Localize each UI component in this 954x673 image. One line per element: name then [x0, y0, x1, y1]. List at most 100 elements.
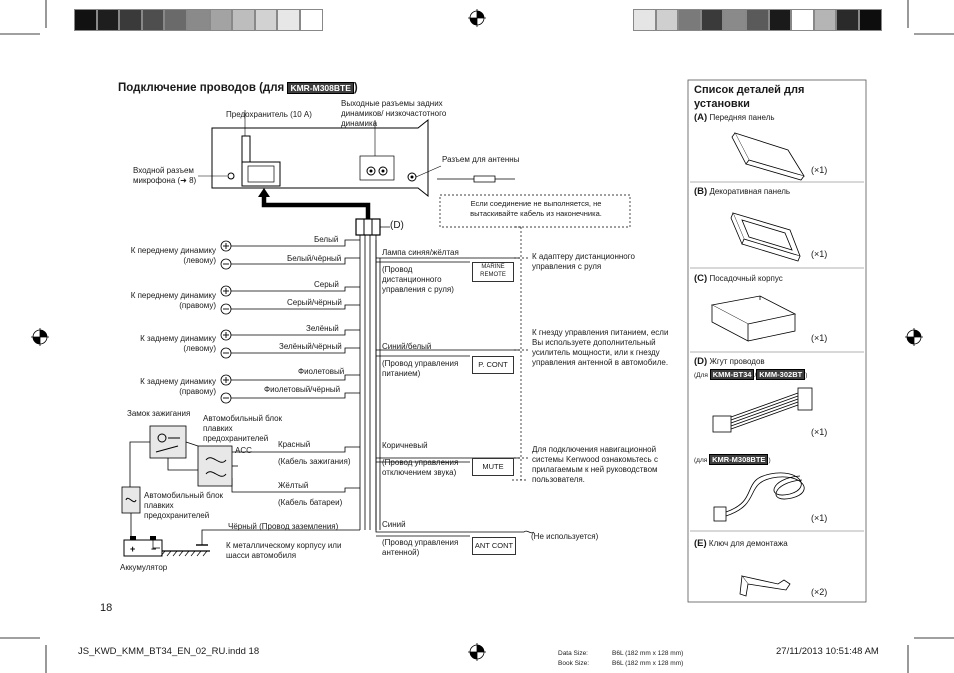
- wire-label-red: Красный: [278, 440, 311, 449]
- part-d-models-2: (для KMR-M308BTE): [694, 454, 771, 465]
- color-swatch: [768, 9, 792, 31]
- speaker-rear-left: К заднему динамику (левому): [140, 334, 216, 353]
- part-c-qty: (×1): [811, 333, 828, 343]
- wire-end-caps: [376, 261, 470, 537]
- color-swatch: [119, 9, 142, 31]
- pcont-box: P. CONT: [472, 356, 514, 374]
- wire-label-white-black: Белый/чёрный: [287, 254, 342, 263]
- part-e-qty: (×2): [811, 587, 828, 597]
- pcont-description: К гнезду управления питанием, если Вы ис…: [532, 328, 669, 367]
- color-swatch: [859, 9, 882, 31]
- wire-label-brown: Коричневый: [382, 441, 428, 450]
- wire-label-gray-black: Серый/чёрный: [287, 298, 342, 307]
- wire-label-blue-sub: (Провод управления антенной): [382, 538, 459, 557]
- part-a-qty: (×1): [811, 165, 828, 175]
- color-swatch: [700, 9, 724, 31]
- ignition-switch-label: Замок зажигания: [127, 409, 191, 418]
- part-a-label: Передняя панель: [709, 113, 775, 122]
- part-e-key: (E): [694, 538, 707, 549]
- part-d-models-1: (Для KMM-BT34/KMM-302BT): [694, 369, 807, 380]
- mute-description: Для подключения навигационной системы Ke…: [532, 445, 658, 484]
- part-e-drawing: [739, 575, 791, 597]
- color-swatch: [300, 9, 323, 31]
- part-d-qty-2: (×1): [811, 513, 828, 523]
- color-swatch: [254, 9, 278, 31]
- wire-label-gray: Серый: [314, 280, 339, 289]
- wire-label-red-sub: (Кабель зажигания): [278, 457, 351, 466]
- wire-label-purple: Фиолетовый: [298, 367, 345, 376]
- color-swatch: [633, 9, 656, 31]
- footer-book-size: B6L (182 mm x 128 mm): [612, 660, 684, 667]
- wire-label-green-black: Зелёный/чёрный: [279, 342, 342, 351]
- speaker-front-right: К переднему динамику (правому): [130, 291, 216, 310]
- parts-list-title: Список деталей для установки: [694, 84, 805, 110]
- part-b-label: Декоративная панель: [709, 187, 791, 196]
- color-swatch: [74, 9, 97, 31]
- part-d-sep: /: [754, 372, 756, 379]
- part-d-close-2: ): [768, 457, 771, 464]
- footer-filename: JS_KWD_KMM_BT34_EN_02_RU.indd 18: [78, 646, 260, 657]
- wire-label-green: Зелёный: [306, 324, 339, 333]
- wire-label-black: Чёрный (Провод заземления): [228, 522, 339, 531]
- antenna-connector-label: Разъем для антенны: [442, 155, 520, 164]
- color-swatch: [655, 9, 679, 31]
- part-d-label: Жгут проводов: [709, 357, 765, 366]
- marine-remote-text: MARINE REMOTE: [480, 264, 506, 278]
- mute-text: MUTE: [482, 462, 504, 471]
- part-c-label: Посадочный корпус: [709, 274, 783, 283]
- color-swatch: [277, 9, 300, 31]
- part-c-drawing: [710, 295, 797, 342]
- svg-text:+: +: [130, 544, 135, 554]
- color-swatch: [209, 9, 233, 31]
- part-d-drawing-2: [713, 472, 805, 522]
- footer-datetime: 27/11/2013 10:51:48 AM: [776, 646, 879, 657]
- wire-label-yellow: Жёлтый: [278, 481, 309, 490]
- speaker-front-left: К переднему динамику (левому): [130, 246, 216, 265]
- part-d-drawing-1: [712, 387, 813, 433]
- acc-label: ACC: [235, 446, 252, 455]
- color-swatch: [791, 9, 814, 31]
- part-d-key: (D): [694, 356, 708, 367]
- footer-data-size: B6L (182 mm x 128 mm): [612, 650, 684, 657]
- wire-label-blue-white-sub: (Провод управления питанием): [382, 359, 459, 378]
- part-b-row: (B) Декоративная панель: [694, 187, 790, 197]
- svg-text:−: −: [151, 544, 156, 554]
- part-d-for: (Для: [694, 372, 708, 379]
- wire-label-blue: Синий: [382, 520, 406, 529]
- color-swatch: [746, 9, 769, 31]
- page-number: 18: [100, 602, 113, 614]
- part-d-model-2: KMM-302BT: [756, 369, 806, 380]
- battery-label: Аккумулятор: [120, 563, 168, 572]
- wire-label-brown-sub: (Провод управления отключением звука): [382, 458, 459, 477]
- part-e-label: Ключ для демонтажа: [708, 539, 788, 548]
- antcont-box: ANT CONT: [472, 537, 516, 555]
- color-swatch: [813, 9, 837, 31]
- wire-label-yellow-sub: (Кабель батареи): [278, 498, 343, 507]
- fuse-block-2-label: Автомобильный блок плавких предохранител…: [144, 491, 224, 520]
- color-swatch: [187, 9, 210, 31]
- part-d-qty-1: (×1): [811, 427, 828, 437]
- wire-label-lamp-sub: (Провод дистанционного управления с руля…: [382, 265, 454, 294]
- part-c-row: (C) Посадочный корпус: [694, 274, 783, 284]
- color-swatch: [723, 9, 746, 31]
- footer-book-size-label: Book Size:: [558, 660, 590, 667]
- mute-box: MUTE: [472, 458, 514, 476]
- color-swatch: [96, 9, 120, 31]
- wire-label-lamp: Лампа синяя/жёлтая: [382, 248, 459, 257]
- color-swatch: [678, 9, 701, 31]
- wire-label-white: Белый: [314, 235, 339, 244]
- fuse-label: Предохранитель (10 A): [226, 110, 312, 119]
- lamp-description: К адаптеру дистанционного управления с р…: [532, 252, 635, 271]
- section-title: Подключение проводов (для KMR-M308BTE): [118, 81, 358, 95]
- section-title-model-tag: KMR-M308BTE: [287, 82, 354, 94]
- part-c-key: (C): [694, 273, 708, 284]
- wire-label-blue-white: Синий/белый: [382, 342, 432, 351]
- part-a-row: (A) Передняя панель: [694, 113, 775, 123]
- part-d-row: (D) Жгут проводов: [694, 357, 765, 367]
- wire-label-purple-black: Фиолетовый/чёрный: [264, 385, 341, 394]
- part-e-row: (E) Ключ для демонтажа: [694, 539, 788, 549]
- part-d-for-2: (для: [694, 457, 708, 464]
- part-b-drawing: [730, 212, 801, 262]
- speaker-rear-right: К заднему динамику (правому): [140, 377, 216, 396]
